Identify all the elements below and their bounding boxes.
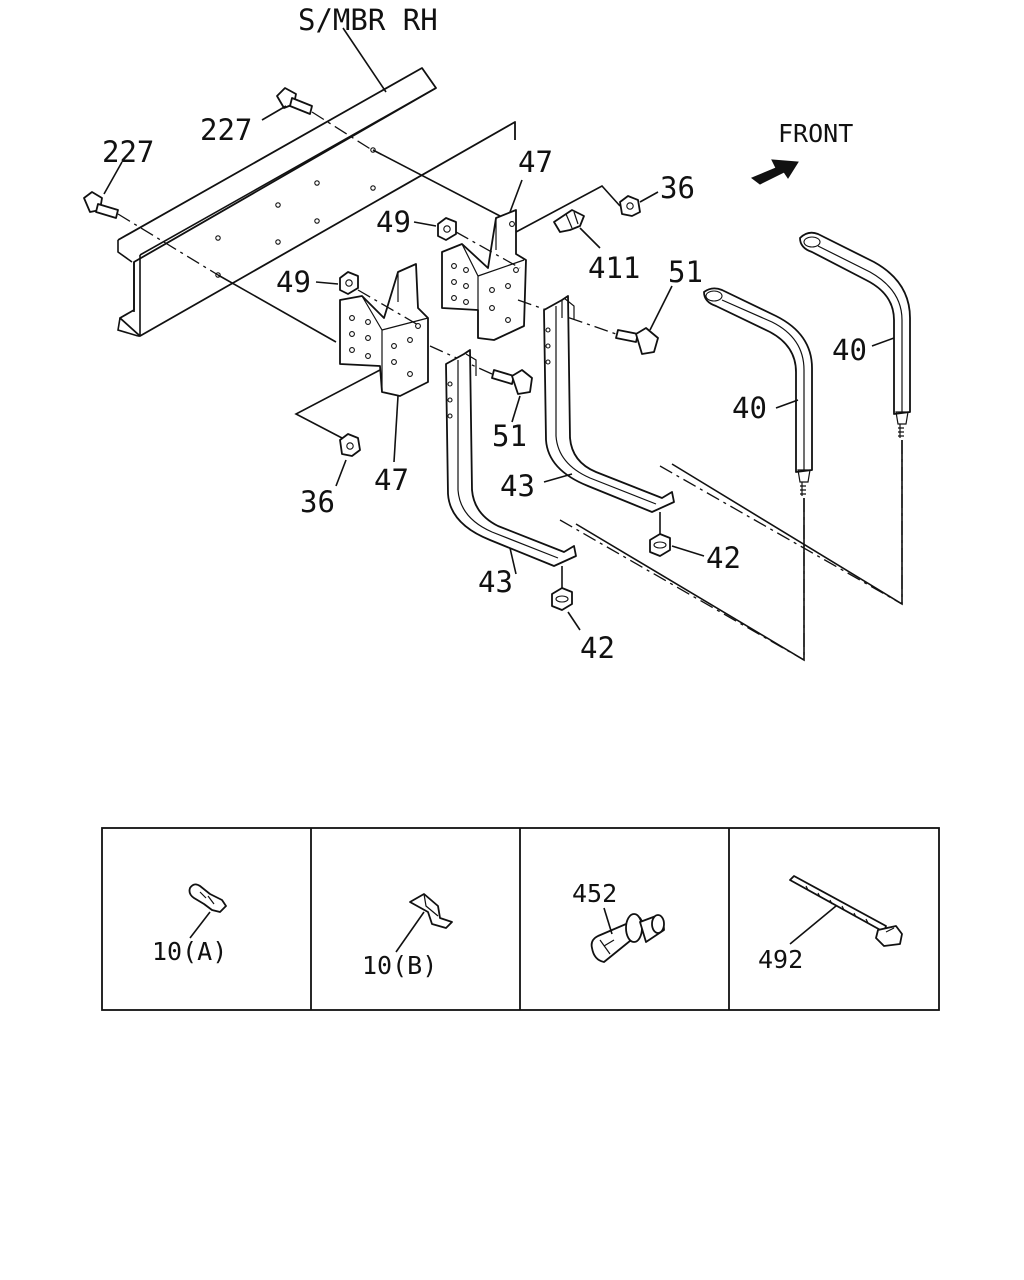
side-member-frame (117, 67, 516, 337)
hanger-43-lower (445, 349, 577, 567)
strap-hanger-connection-lines (559, 440, 903, 662)
clip-10b-label: 10(B) (362, 951, 437, 980)
bracket-47-upper (441, 209, 527, 341)
bolt-51-lower-label: 51 (492, 419, 527, 453)
bolt-227-upper (276, 87, 313, 115)
nut-42-lower-label: 42 (580, 631, 615, 665)
clip-10b (409, 893, 453, 929)
nut-36-upper-label: 36 (660, 171, 695, 205)
clip-411-label: 411 (588, 251, 640, 285)
nut-49-upper (437, 217, 457, 241)
hanger-43-lower-label: 43 (478, 565, 513, 599)
clip-10a (188, 883, 227, 913)
cable-tie-492-label: 492 (758, 945, 803, 974)
hanger-43-upper (543, 295, 675, 513)
cable-tie-492 (789, 875, 903, 947)
bolt-227-left-label: 227 (102, 135, 154, 169)
bracket-47-lower-label: 47 (374, 463, 409, 497)
nut-49-upper-label: 49 (376, 205, 411, 239)
nut-36-upper (619, 195, 641, 217)
rivet-452 (590, 913, 665, 963)
bolt-51-upper-label: 51 (668, 255, 703, 289)
hanger-43-upper-label: 43 (500, 469, 535, 503)
bracket-47-upper-label: 47 (518, 145, 553, 179)
strap-40-right (799, 231, 911, 438)
bracket-47-lower (339, 263, 429, 397)
strap-40-right-label: 40 (832, 333, 867, 367)
front-arrow-icon (751, 159, 799, 185)
bolt-51-lower (491, 369, 533, 395)
strap-40-left (703, 287, 813, 496)
clip-411 (553, 209, 585, 233)
nut-36-lower-label: 36 (300, 485, 335, 519)
nut-42-upper-label: 42 (706, 541, 741, 575)
strap-40-left-label: 40 (732, 391, 767, 425)
bolt-51-upper (615, 327, 659, 355)
front-label: FRONT (778, 119, 853, 148)
nut-49-lower (339, 271, 359, 295)
bolt-227-upper-label: 227 (200, 113, 252, 147)
nut-42-lower (551, 587, 573, 611)
bolt-227-left (83, 191, 119, 219)
rivet-452-label: 452 (572, 879, 617, 908)
nut-36-lower (339, 433, 361, 457)
detail-panel-group: 10(A) 10(B) 452 492 (101, 827, 940, 1011)
clip-10a-label: 10(A) (152, 937, 227, 966)
nut-49-lower-label: 49 (276, 265, 311, 299)
side-member-label: S/MBR RH (298, 3, 438, 37)
nut-42-upper (649, 533, 671, 557)
